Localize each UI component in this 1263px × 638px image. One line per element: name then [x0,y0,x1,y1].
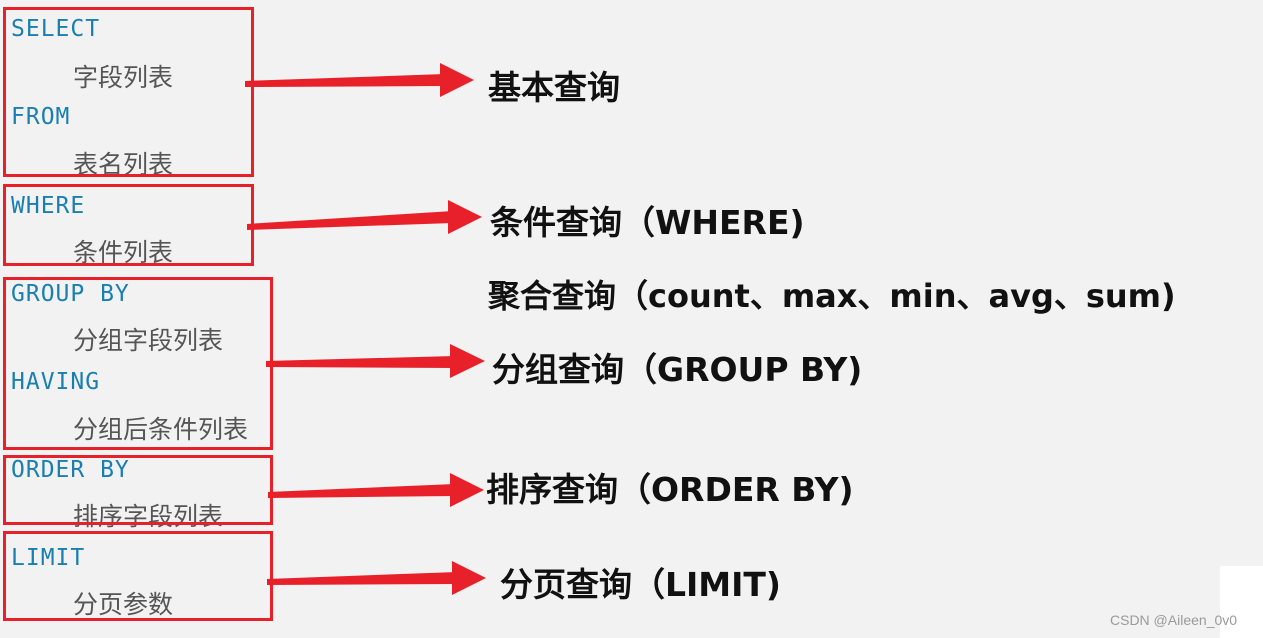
keyword-having: HAVING [11,369,101,395]
arrow-group-icon [266,344,485,378]
keyword-where: WHERE [11,193,86,219]
label-where-query: 条件查询（WHERE) [490,203,805,242]
detail-where: 条件列表 [73,238,174,267]
label-limit-query: 分页查询（LIMIT) [500,565,782,604]
detail-having: 分组后条件列表 [73,415,249,444]
keyword-order-by: ORDER BY [11,457,130,483]
detail-limit: 分页参数 [73,590,174,619]
keyword-group-by: GROUP BY [11,281,130,307]
box-limit-query [3,531,273,621]
arrow-limit-icon [267,561,486,595]
detail-select: 字段列表 [73,63,174,92]
watermark: CSDN @Aileen_0v0 [1110,612,1238,628]
detail-group-by: 分组字段列表 [73,326,224,355]
label-aggregate-query: 聚合查询（count、max、min、avg、sum) [488,277,1176,315]
arrow-order-icon [268,473,484,507]
corner-patch [1220,566,1263,638]
keyword-select: SELECT [11,16,101,42]
arrow-basic-icon [245,63,474,97]
detail-order-by: 排序字段列表 [73,502,224,531]
keyword-limit: LIMIT [11,545,86,571]
arrow-where-icon [247,200,482,234]
box-order-query [3,455,273,525]
label-basic-query: 基本查询 [488,68,620,107]
box-basic-query [3,7,254,177]
label-order-query: 排序查询（ORDER BY) [486,470,854,509]
label-group-query: 分组查询（GROUP BY) [492,350,863,389]
keyword-from: FROM [11,104,71,130]
